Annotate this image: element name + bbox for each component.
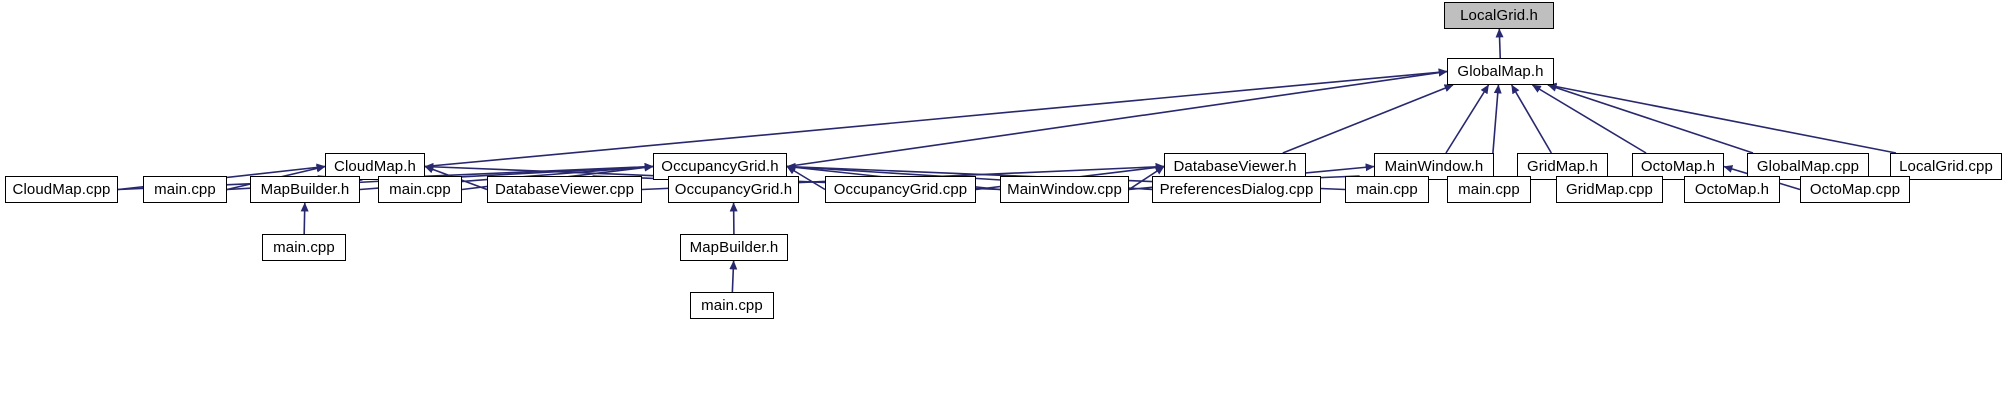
graph-node-label: CloudMap.h bbox=[334, 158, 416, 175]
graph-node-octomap-h-r3[interactable]: OctoMap.h bbox=[1632, 153, 1724, 180]
graph-edge bbox=[1531, 84, 1647, 154]
graph-node-label: GlobalMap.cpp bbox=[1756, 158, 1860, 175]
graph-edge bbox=[1445, 84, 1490, 154]
graph-node-preferences-cpp[interactable]: PreferencesDialog.cpp bbox=[1152, 176, 1321, 203]
graph-edge bbox=[1495, 28, 1504, 59]
graph-node-label: DatabaseViewer.h bbox=[1173, 158, 1297, 175]
graph-node-occupancygrid-h-r4[interactable]: OccupancyGrid.h bbox=[668, 176, 799, 203]
graph-edge bbox=[1547, 83, 1754, 154]
graph-node-databaseviewer-cpp[interactable]: DatabaseViewer.cpp bbox=[487, 176, 642, 203]
graph-node-gridmap-h[interactable]: GridMap.h bbox=[1517, 153, 1608, 180]
graph-node-main-cpp-f[interactable]: main.cpp bbox=[690, 292, 774, 319]
graph-edge bbox=[300, 202, 309, 235]
graph-node-label: OccupancyGrid.h bbox=[661, 158, 779, 175]
graph-node-octomap-h-r4[interactable]: OctoMap.h bbox=[1684, 176, 1780, 203]
graph-node-label: main.cpp bbox=[154, 181, 216, 198]
graph-node-octomap-cpp[interactable]: OctoMap.cpp bbox=[1800, 176, 1910, 203]
graph-node-label: MapBuilder.h bbox=[689, 239, 779, 256]
graph-node-label: main.cpp bbox=[1458, 181, 1520, 198]
graph-node-label: main.cpp bbox=[273, 239, 335, 256]
graph-node-mapbuilder-h-r4[interactable]: MapBuilder.h bbox=[250, 176, 360, 203]
graph-node-occupancygrid-h-r3[interactable]: OccupancyGrid.h bbox=[653, 153, 787, 180]
graph-node-main-cpp-d[interactable]: main.cpp bbox=[1447, 176, 1531, 203]
graph-node-main-cpp-e[interactable]: main.cpp bbox=[262, 234, 346, 261]
graph-node-main-cpp-a[interactable]: main.cpp bbox=[143, 176, 227, 203]
graph-node-main-cpp-c[interactable]: main.cpp bbox=[1345, 176, 1429, 203]
graph-node-label: MapBuilder.h bbox=[260, 181, 350, 198]
graph-node-label: GridMap.cpp bbox=[1566, 181, 1653, 198]
graph-node-label: main.cpp bbox=[701, 297, 763, 314]
graph-node-cloudmap-cpp[interactable]: CloudMap.cpp bbox=[5, 176, 118, 203]
graph-node-label: LocalGrid.h bbox=[1460, 7, 1538, 24]
graph-node-localgrid-cpp[interactable]: LocalGrid.cpp bbox=[1890, 153, 2002, 180]
graph-node-mainwindow-cpp[interactable]: MainWindow.cpp bbox=[1000, 176, 1129, 203]
graph-node-mapbuilder-h-r5[interactable]: MapBuilder.h bbox=[680, 234, 788, 261]
graph-edge bbox=[729, 260, 738, 293]
graph-node-label: GlobalMap.h bbox=[1457, 63, 1544, 80]
graph-node-label: DatabaseViewer.cpp bbox=[494, 181, 635, 198]
graph-edge bbox=[1547, 82, 1897, 154]
graph-edge bbox=[786, 68, 1448, 168]
graph-node-databaseviewer-h[interactable]: DatabaseViewer.h bbox=[1164, 153, 1306, 180]
graph-node-label: OctoMap.cpp bbox=[1809, 181, 1901, 198]
graph-node-cloudmap-h[interactable]: CloudMap.h bbox=[325, 153, 425, 180]
graph-edge bbox=[1282, 84, 1454, 154]
graph-node-mainwindow-h[interactable]: MainWindow.h bbox=[1374, 153, 1494, 180]
graph-node-label: OccupancyGrid.h bbox=[674, 181, 793, 198]
graph-node-globalmap-h[interactable]: GlobalMap.h bbox=[1447, 58, 1554, 85]
graph-node-label: main.cpp bbox=[1356, 181, 1418, 198]
graph-node-label: MainWindow.h bbox=[1384, 158, 1484, 175]
graph-node-label: OccupancyGrid.cpp bbox=[833, 181, 968, 198]
graph-node-localgrid-h[interactable]: LocalGrid.h bbox=[1444, 2, 1554, 29]
graph-node-label: MainWindow.cpp bbox=[1007, 181, 1122, 198]
graph-node-occupancygrid-cpp[interactable]: OccupancyGrid.cpp bbox=[825, 176, 976, 203]
graph-node-label: OctoMap.h bbox=[1640, 158, 1716, 175]
graph-node-label: main.cpp bbox=[389, 181, 451, 198]
graph-node-gridmap-cpp[interactable]: GridMap.cpp bbox=[1556, 176, 1663, 203]
graph-node-main-cpp-b[interactable]: main.cpp bbox=[378, 176, 462, 203]
graph-node-label: CloudMap.cpp bbox=[12, 181, 111, 198]
graph-node-label: LocalGrid.cpp bbox=[1899, 158, 1993, 175]
graph-edge bbox=[1510, 84, 1553, 154]
graph-node-label: GridMap.h bbox=[1527, 158, 1598, 175]
graph-node-globalmap-cpp[interactable]: GlobalMap.cpp bbox=[1747, 153, 1869, 180]
graph-node-label: PreferencesDialog.cpp bbox=[1159, 181, 1314, 198]
graph-node-label: OctoMap.h bbox=[1694, 181, 1770, 198]
